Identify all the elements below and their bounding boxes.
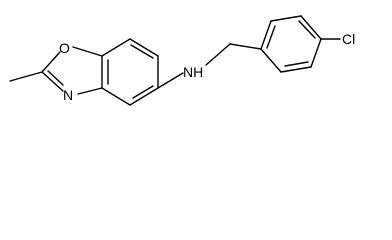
bond-r5-r6 [270, 15, 302, 22]
bond-c2-methyl [9, 71, 43, 82]
amine-label: NH [183, 64, 203, 80]
oxygen-label: O [59, 40, 70, 56]
bond-c5-n [157, 72, 184, 89]
bond-r3-r4 [310, 38, 322, 68]
bond-c3a-c4 [101, 87, 131, 106]
bond-r6-r1 [260, 20, 272, 50]
chlorine-label: Cl [342, 31, 355, 47]
bond-r4-r5 [300, 15, 322, 40]
structure-drawing: O N NH Cl [9, 15, 355, 106]
bond-c4-c5-inner [132, 85, 154, 99]
bond-o1-c2 [41, 51, 61, 73]
bond-r4-r5-inner [298, 20, 316, 39]
bond-c2-n3 [41, 71, 64, 92]
bond-ch2-ring [229, 43, 262, 50]
bond-n-ch2 [205, 43, 231, 66]
molecule-diagram: O N NH Cl [9, 15, 355, 106]
bond-r6-r1-inner [266, 25, 276, 49]
bond-r2-r3-inner [284, 61, 309, 67]
bond-r2-r3 [280, 66, 312, 73]
bond-c6-c7 [129, 38, 159, 57]
bond-c7-c7a [101, 38, 131, 57]
bond-c2-n3-double [47, 70, 64, 86]
bond-r1-r2 [260, 48, 282, 73]
bond-c7a-o1 [72, 46, 103, 57]
ring-nitrogen-label: N [63, 87, 73, 103]
bond-c6-c7-inner [130, 44, 154, 59]
bond-n3-c3a [77, 87, 103, 95]
bond-c4-c5 [129, 87, 159, 106]
